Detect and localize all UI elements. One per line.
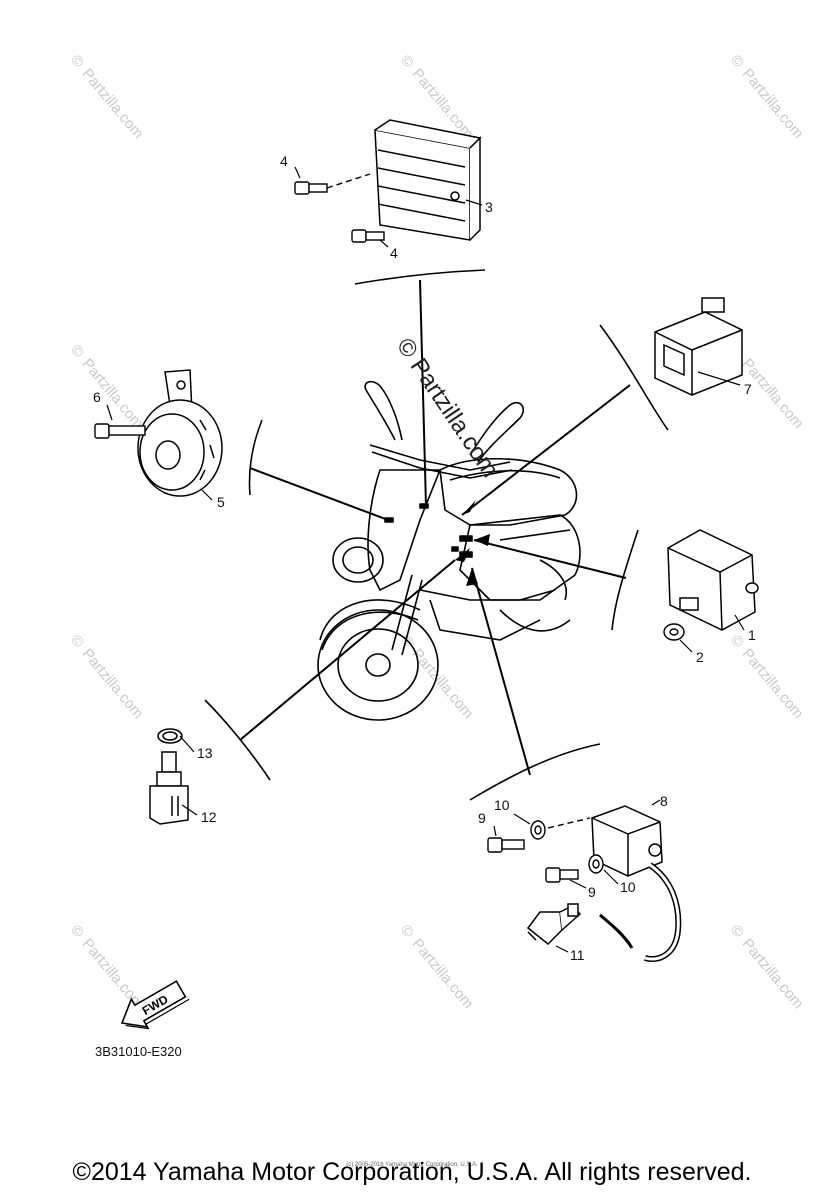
callout-9-upper: 9 [478,810,486,826]
ignition-coil-8 [591,805,682,962]
callout-4-upper: 4 [280,153,288,169]
callout-8: 8 [660,793,668,809]
watermark-text: Partzilla.com [739,645,807,722]
cdi-unit [667,529,759,631]
callout-13: 13 [197,745,213,761]
fwd-arrow: FWD [120,980,190,1030]
washer-10-lower [588,854,604,874]
watermark-text: Partzilla.com [739,65,807,142]
callout-2: 2 [696,649,704,665]
watermark-symbol: © [67,52,87,71]
leader-lines [204,269,669,801]
watermark-text: Partzilla.com [739,935,807,1012]
relay [654,297,743,396]
brake-switch-12 [149,751,189,825]
watermark-symbol: © [397,922,417,941]
callout-9-lower: 9 [588,884,596,900]
watermark-symbol: © [727,922,747,941]
watermark-text: Partzilla.com [409,645,477,722]
watermark-text: Partzilla.com [79,645,147,722]
scooter-outline [317,380,581,721]
watermark-symbol: © [67,342,87,361]
callout-11: 11 [570,947,585,963]
washer-10-upper [530,817,591,840]
watermark-symbol: © [397,52,417,71]
bolt-6 [94,423,146,439]
callout-5: 5 [217,494,225,510]
copyright-notice: ©2014 Yamaha Motor Corporation, U.S.A. A… [72,1158,752,1186]
watermark-symbol: © [727,52,747,71]
callout-leaders [106,166,745,953]
watermark-text: Partzilla.com [79,65,147,142]
watermark-symbol: © [67,632,87,651]
callout-12: 12 [201,809,217,825]
bolt-9-upper [487,837,525,853]
callout-1: 1 [748,627,756,643]
bolt-4-upper [294,173,371,195]
callout-10-upper: 10 [494,797,510,813]
watermark-symbol: © [67,922,87,941]
callout-7: 7 [744,381,752,397]
callout-6: 6 [93,389,101,405]
nut-2 [663,623,685,641]
callout-3: 3 [485,199,493,215]
watermark-symbol: © [727,632,747,651]
callout-10-lower: 10 [620,879,636,895]
fine-print: (c) 2005-2016 Yamaha Motor Corporation, … [346,1162,478,1168]
callout-labels: 4 3 4 6 5 7 1 2 13 12 8 10 9 9 10 11 [93,153,756,963]
center-watermark: © Partzilla.com [391,333,504,482]
watermark-text: Partzilla.com [409,935,477,1012]
horn [137,369,223,497]
svg-text:© Partzilla.com: © Partzilla.com [391,333,504,482]
callout-4-lower: 4 [390,245,398,261]
watermark-text: Partzilla.com [79,355,147,432]
bolt-9-lower [545,867,579,883]
o-ring-13 [157,728,183,744]
watermark-text: Partzilla.com [79,935,147,1012]
spark-plug-cap-11 [526,903,582,946]
diagram-code: 3B31010-E320 [95,1044,182,1059]
bolt-4-lower [351,229,385,243]
rectifier-regulator [374,119,482,241]
